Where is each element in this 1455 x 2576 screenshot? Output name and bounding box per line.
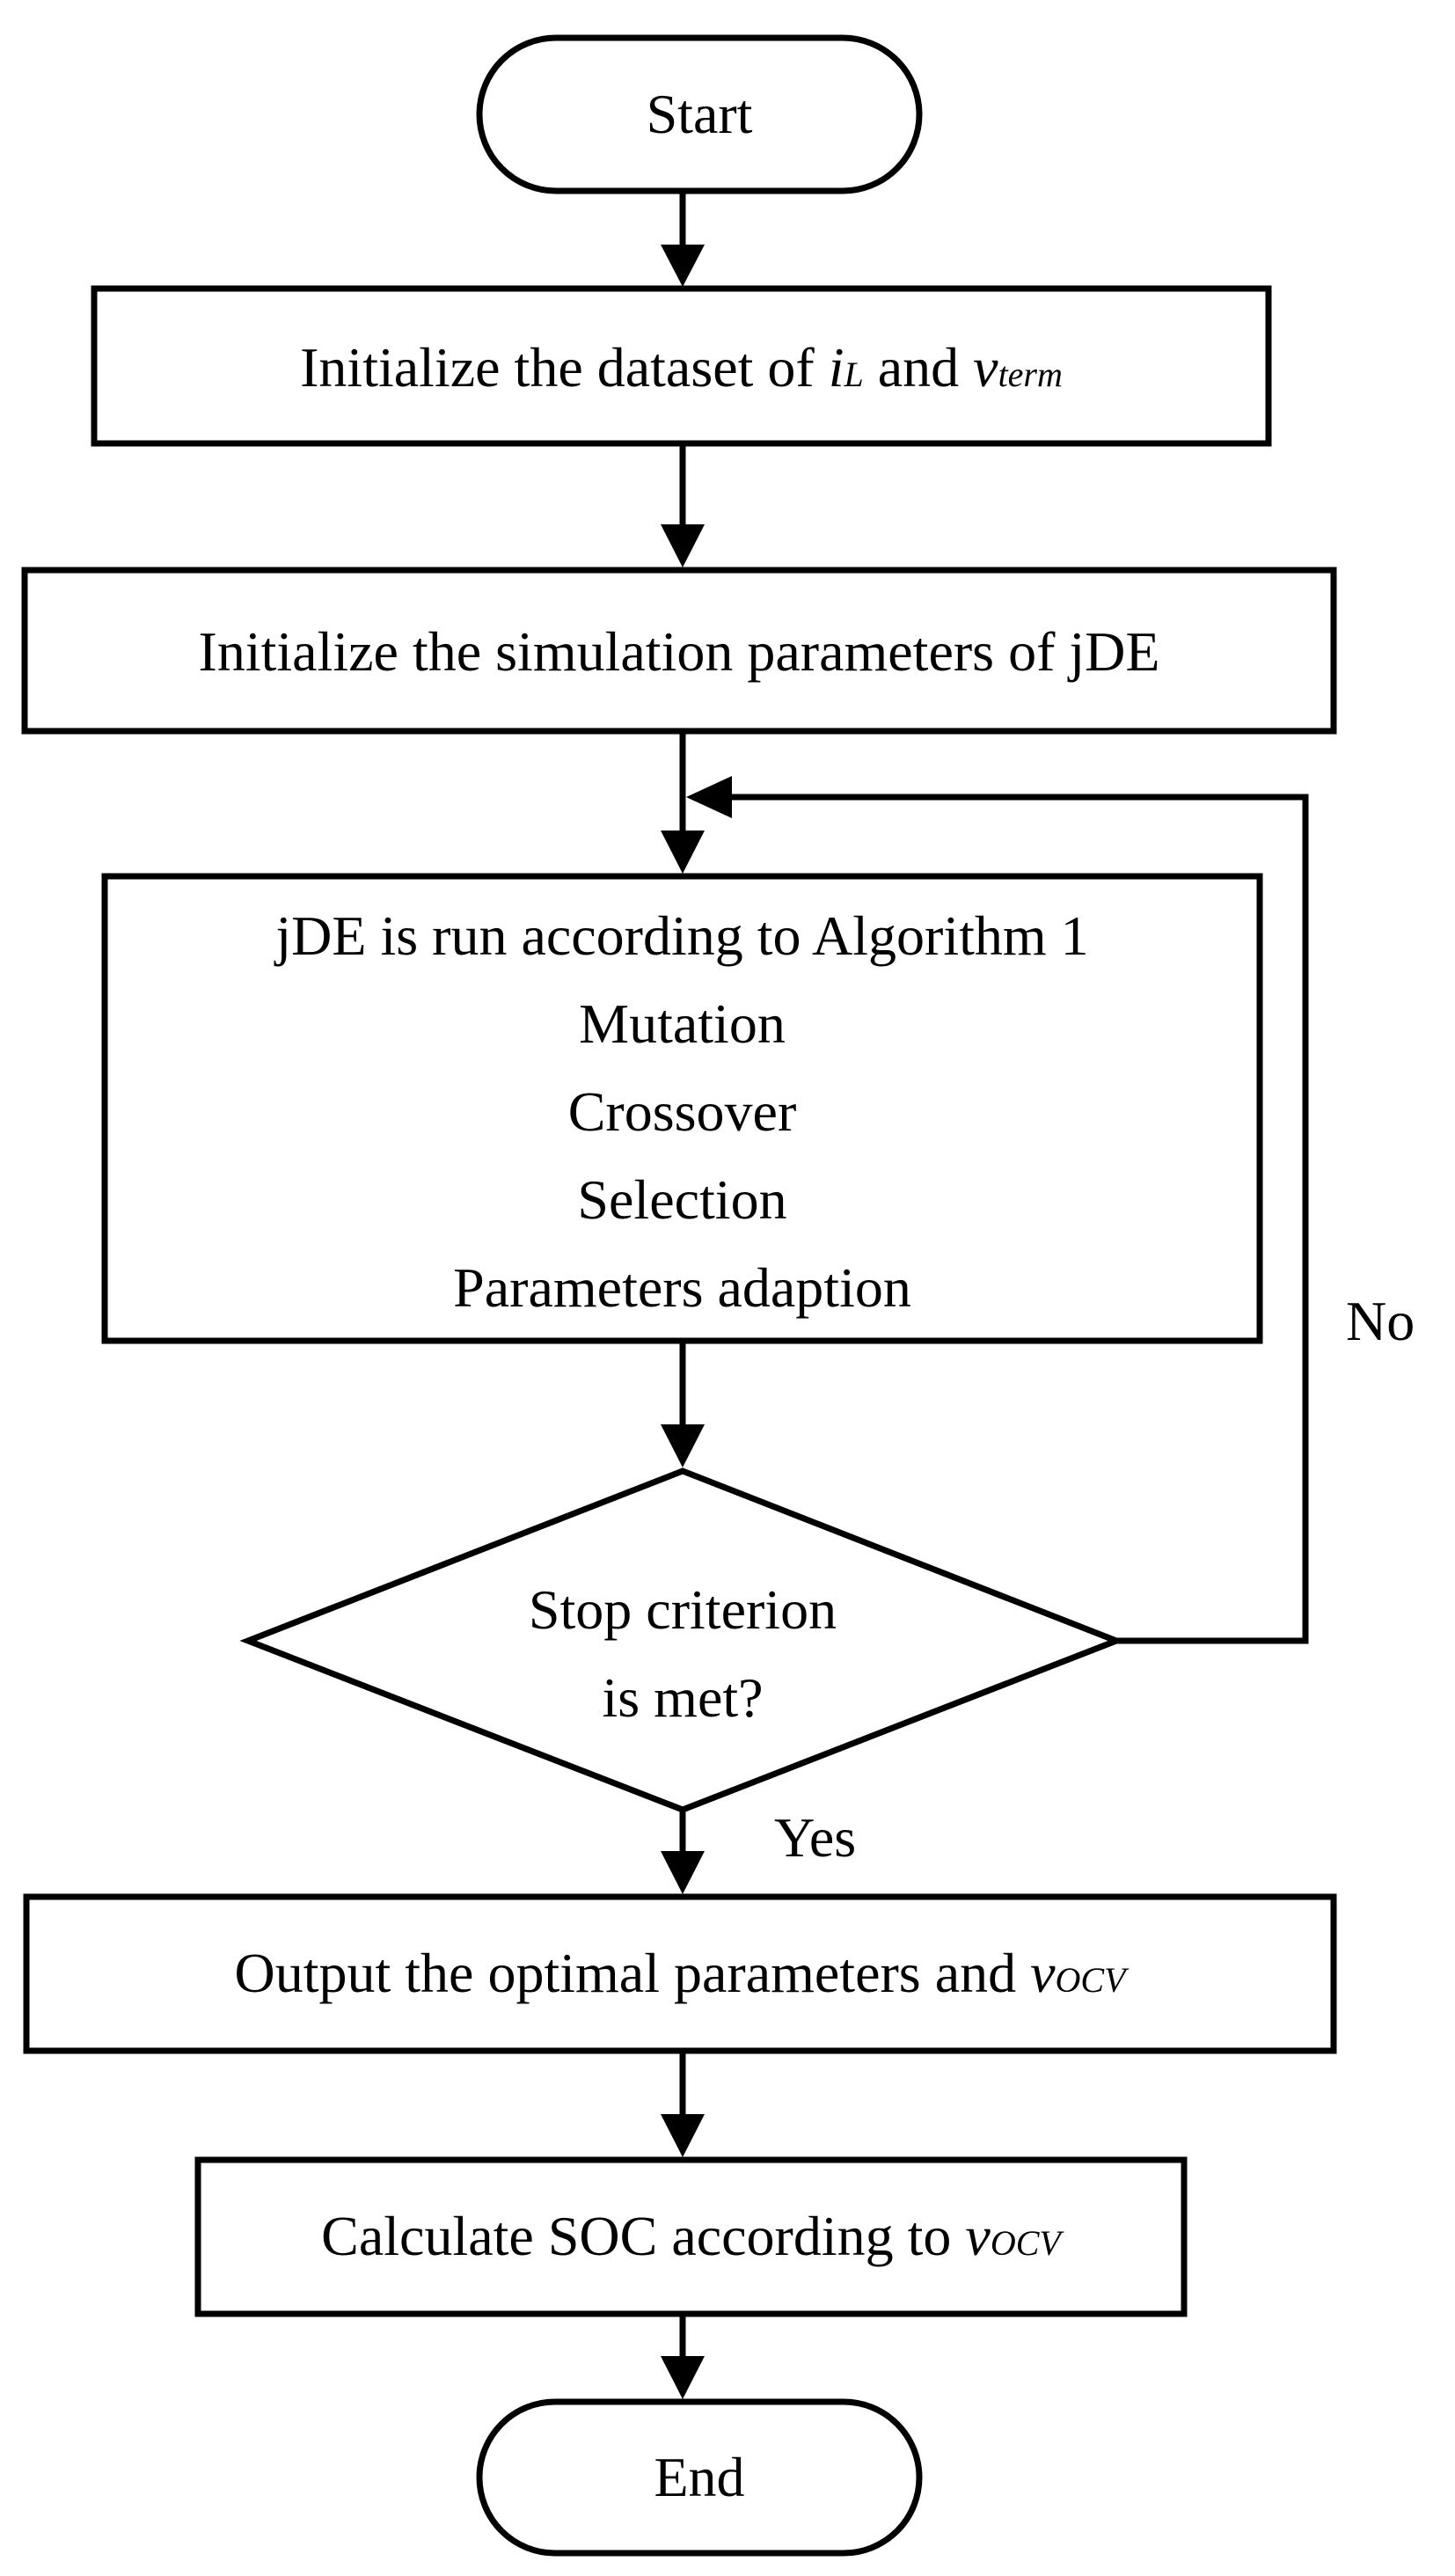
- yes-label: Yes: [774, 1806, 857, 1869]
- no-label: No: [1346, 1290, 1415, 1352]
- var-i-sub: L: [844, 355, 864, 394]
- end-terminator: [476, 2398, 923, 2557]
- calc-soc-label: Calculate SOC according to vOCV: [198, 2208, 1184, 2265]
- jde-line-1: jDE is run according to Algorithm 1: [275, 904, 1089, 967]
- init-params-box: [21, 567, 1337, 735]
- var-v-output: v: [1030, 1942, 1056, 2004]
- end-label: End: [654, 2446, 745, 2508]
- output-text: Output the optimal parameters and: [234, 1942, 1031, 2004]
- jde-line-2: Mutation: [579, 992, 786, 1055]
- init-dataset-text: Initialize the dataset of: [300, 336, 829, 399]
- init-dataset-and: and: [863, 336, 974, 399]
- arrowhead-params: [661, 524, 705, 567]
- stop-line-2: is met?: [602, 1666, 764, 1729]
- no-loop-line: [730, 794, 1309, 1644]
- init-dataset-label: Initialize the dataset of iL and vterm: [94, 340, 1269, 396]
- var-i: i: [828, 336, 844, 399]
- start-terminator: [476, 34, 923, 194]
- calc-soc-text: Calculate SOC according to: [321, 2205, 966, 2267]
- arrowhead-decision: [661, 1424, 705, 1467]
- arrowhead-soc: [661, 2114, 705, 2157]
- var-v-soc-sub: OCV: [990, 2223, 1061, 2263]
- init-dataset-box: [91, 285, 1272, 447]
- var-v-sub: term: [998, 355, 1063, 394]
- stop-line-1: Stop criterion: [528, 1578, 837, 1641]
- output-box: [23, 1893, 1337, 2054]
- var-v: v: [973, 336, 998, 399]
- calc-soc-box: [194, 2156, 1188, 2317]
- var-v-output-sub: OCV: [1055, 1960, 1126, 2000]
- arrowhead-output: [661, 1851, 705, 1894]
- var-v-soc: v: [965, 2205, 991, 2267]
- init-params-label: Initialize the simulation parameters of …: [198, 620, 1160, 683]
- jde-line-3: Crossover: [567, 1080, 797, 1143]
- no-loop-arrowhead: [686, 776, 732, 818]
- start-label: Start: [646, 83, 753, 145]
- arrowhead-end: [661, 2356, 705, 2399]
- jde-line-4: Selection: [577, 1168, 787, 1231]
- output-label: Output the optimal parameters and vOCV: [26, 1945, 1334, 2002]
- arrowhead-jde: [661, 831, 705, 874]
- arrowhead-dataset: [661, 245, 705, 287]
- jde-line-5: Parameters adaption: [453, 1256, 911, 1319]
